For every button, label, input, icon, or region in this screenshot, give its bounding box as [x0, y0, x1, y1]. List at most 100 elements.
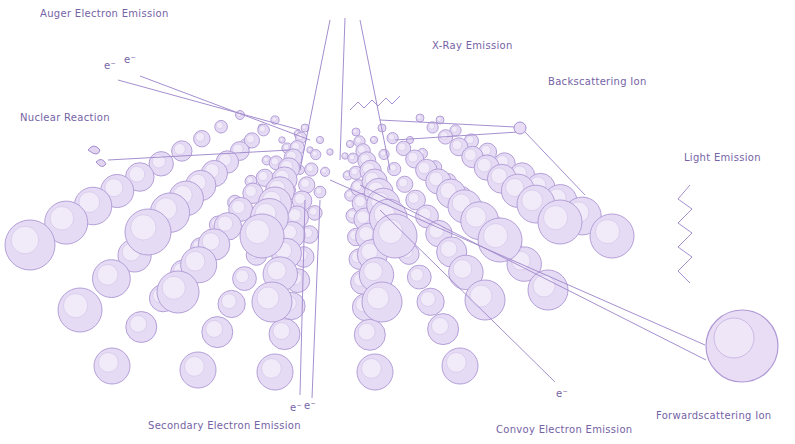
lattice-atom [180, 352, 216, 388]
atom-highlight [399, 178, 408, 187]
atom-highlight [301, 179, 310, 188]
electron-symbol: e⁻ [124, 54, 136, 66]
atom-highlight [263, 157, 268, 162]
process-label: X-Ray Emission [432, 40, 513, 52]
atom-highlight [218, 216, 233, 231]
process-label: Forwardscattering Ion [656, 410, 772, 422]
atom-highlight [477, 158, 491, 172]
atom-highlight [380, 151, 386, 157]
lattice-atom [387, 133, 398, 144]
atom-highlight [355, 196, 366, 207]
lattice-atom [327, 149, 333, 155]
lattice-atom [257, 354, 293, 390]
atom-highlight [271, 158, 279, 166]
atom-highlight [358, 323, 375, 340]
atom-highlight [259, 126, 265, 132]
atom-highlight [353, 129, 357, 133]
lattice-atom [346, 140, 353, 147]
lattice-atom [342, 153, 348, 159]
electron-symbol: e⁻ [304, 400, 316, 412]
atom-highlight [258, 171, 267, 180]
atom-highlight [245, 186, 256, 197]
forwardscattered-ion [706, 310, 778, 382]
lattice-atom [311, 150, 321, 160]
atom-highlight [131, 215, 156, 240]
electron-symbol: e⁻ [104, 60, 116, 72]
atom-highlight [379, 220, 403, 244]
atom-highlight [280, 138, 284, 142]
backscattered-ion [514, 122, 526, 134]
atom-highlight [440, 241, 457, 258]
electron-symbol: e⁻ [556, 388, 568, 400]
atom-highlight [309, 208, 317, 216]
atom-highlight [367, 287, 389, 309]
lattice-atom [427, 122, 438, 133]
atom-highlight [196, 133, 205, 142]
atom-highlight [283, 144, 289, 150]
atom-highlight [236, 270, 249, 283]
atom-highlight [262, 359, 282, 379]
atom-highlight [371, 137, 375, 141]
atom-highlight [351, 168, 358, 175]
process-label: Convoy Electron Emission [496, 424, 632, 436]
atom-highlight [50, 207, 74, 231]
atom-highlight [388, 134, 394, 140]
lattice-atom [428, 314, 459, 345]
lattice-atom [354, 319, 385, 350]
atom-highlight [302, 125, 306, 129]
atom-highlight [343, 154, 347, 158]
atom-highlight [216, 122, 223, 129]
atom-highlight [470, 285, 492, 307]
atom-highlight [246, 135, 254, 143]
atom-highlight [174, 143, 185, 154]
lattice-atom [157, 271, 199, 313]
lattice-atom [5, 220, 55, 270]
process-label: Backscattering Ion [548, 76, 647, 88]
lattice-atom [126, 312, 157, 343]
atom-highlight [232, 200, 245, 213]
lattice-atom [362, 282, 402, 322]
atom-highlight [322, 168, 327, 173]
atom-highlight [522, 190, 543, 211]
atom-highlight [418, 162, 430, 174]
process-label: Light Emission [684, 152, 761, 164]
lattice-atom [215, 120, 228, 133]
atom-highlight [364, 262, 383, 281]
atom-highlight [451, 126, 457, 132]
lattice-atom [397, 176, 413, 192]
atom-highlight [295, 193, 306, 204]
atom-highlight [359, 227, 374, 242]
atom-highlight [428, 123, 434, 129]
atom-highlight [389, 164, 396, 171]
atom-highlight [410, 268, 423, 281]
atom-highlight [317, 137, 321, 141]
lattice-atom [590, 214, 634, 258]
atom-highlight [398, 143, 406, 151]
atom-highlight [465, 149, 477, 161]
atom-highlight [347, 141, 351, 145]
atom-highlight [408, 193, 419, 204]
lattice-atom [352, 128, 360, 136]
atom-highlight [596, 220, 620, 244]
lattice-atom [202, 317, 233, 348]
lattice-atom [194, 131, 210, 147]
atom-highlight [162, 276, 185, 299]
atom-highlight [432, 318, 449, 335]
atom-highlight [344, 172, 349, 177]
lattice-atom [370, 136, 377, 143]
lattice-atom [538, 200, 582, 244]
lattice-atom [172, 141, 192, 161]
lattice-atom [314, 186, 326, 198]
atom-highlight [353, 182, 362, 191]
atom-highlight [185, 357, 205, 377]
atom-highlight [130, 315, 147, 332]
process-label: Secondary Electron Emission [148, 420, 301, 432]
lattice-atom [417, 288, 444, 315]
lattice-atom [125, 209, 171, 255]
atom-highlight [316, 188, 323, 195]
lattice-atom [269, 319, 300, 350]
atom-highlight [452, 140, 462, 150]
lattice-atom [94, 348, 130, 384]
atom-highlight [440, 132, 448, 140]
